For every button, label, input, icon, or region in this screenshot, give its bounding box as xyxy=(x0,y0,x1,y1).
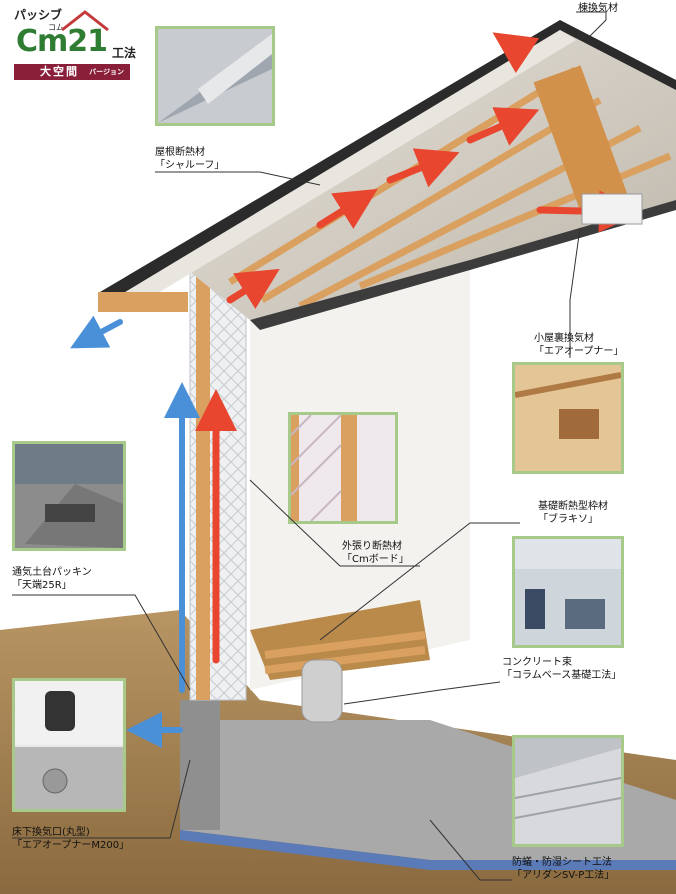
roof-insulation-image xyxy=(158,34,272,123)
concrete-post xyxy=(301,659,343,723)
ceiling xyxy=(250,200,676,330)
foundation-wall xyxy=(180,700,220,830)
photo-sill-packing xyxy=(12,441,126,551)
label-moisture-sheet-line1: 防蟻・防湿シート工法 xyxy=(512,857,612,868)
logo: パッシブ コム Cm21 工法 大空間 バージョン xyxy=(0,0,140,86)
eave-fascia xyxy=(98,292,188,312)
floor-joists xyxy=(264,631,426,674)
logo-small-text: コム xyxy=(48,23,64,32)
photo-underfloor-vent xyxy=(12,678,126,812)
logo-method-text: 工法 xyxy=(112,46,137,60)
moisture-sheet-image xyxy=(515,748,621,844)
wall-stud xyxy=(196,260,210,700)
cool-air-flow xyxy=(70,315,200,748)
label-attic-vent-line1: 小屋裏換気材 xyxy=(534,333,594,344)
photo-attic-vent xyxy=(512,362,624,474)
moisture-sheet xyxy=(180,830,676,870)
logo-house-icon xyxy=(61,10,109,32)
underfloor-vent-image xyxy=(15,681,123,809)
attic-vent-image xyxy=(515,365,621,471)
floor-deck xyxy=(250,600,430,680)
logo-band: 大空間 バージョン xyxy=(14,64,130,80)
logo-band-sub: バージョン xyxy=(89,68,124,76)
label-underfloor-vent-line1: 床下換気口(丸型) xyxy=(12,827,90,838)
label-underfloor-vent-line2: 「エアオープナーM200」 xyxy=(12,840,130,851)
label-moisture-sheet-line2: 「アリダンSV-P工法」 xyxy=(512,870,615,881)
sill-packing-image xyxy=(15,444,123,548)
photo-foundation-frame xyxy=(512,536,624,648)
photo-roof-insulation xyxy=(155,26,275,126)
label-outer-insulation: 外張り断熱材 「Cmボード」 xyxy=(342,540,409,566)
label-sill-packing: 通気土台パッキン 「天端25R」 xyxy=(12,566,92,592)
logo-band-text: 大空間 xyxy=(40,65,79,78)
label-foundation-frame-line2: 「ブラキソ」 xyxy=(538,514,598,525)
roof-insulation-panel xyxy=(112,30,576,310)
label-foundation-frame: 基礎断熱型枠材 「ブラキソ」 xyxy=(538,500,608,526)
label-outer-insulation-line1: 外張り断熱材 xyxy=(342,541,402,552)
label-moisture-sheet: 防蟻・防湿シート工法 「アリダンSV-P工法」 xyxy=(512,856,614,882)
photo-moisture-sheet xyxy=(512,735,624,847)
roof-covering xyxy=(100,20,676,300)
label-ridge-vent: 棟換気材 xyxy=(578,3,618,14)
label-attic-vent: 小屋裏換気材 「エアオープナー」 xyxy=(534,332,623,358)
label-concrete-post-line2: 「コラムベース基礎工法」 xyxy=(502,670,622,681)
label-foundation-frame-line1: 基礎断熱型枠材 xyxy=(538,501,608,512)
label-concrete-post-line1: コンクリート束 xyxy=(502,657,572,668)
label-attic-vent-line2: 「エアオープナー」 xyxy=(534,346,624,357)
label-roof-insulation-line2: 「シャルーフ」 xyxy=(155,160,225,171)
label-roof-insulation: 屋根断熱材 「シャルーフ」 xyxy=(155,146,224,172)
photo-outer-insulation xyxy=(288,412,398,524)
label-underfloor-vent: 床下換気口(丸型) 「エアオープナーM200」 xyxy=(12,826,129,852)
logo-top-text: パッシブ xyxy=(14,8,63,22)
label-sill-packing-line2: 「天端25R」 xyxy=(12,580,72,591)
ridge-beam xyxy=(533,65,629,214)
foundation-frame-image xyxy=(515,569,621,645)
label-roof-insulation-line1: 屋根断熱材 xyxy=(155,147,205,158)
label-sill-packing-line1: 通気土台パッキン xyxy=(12,567,92,578)
attic-vent-device xyxy=(581,193,643,225)
label-concrete-post: コンクリート束 「コラムベース基礎工法」 xyxy=(502,656,621,682)
label-outer-insulation-line2: 「Cmボード」 xyxy=(342,554,409,565)
outer-insulation-image xyxy=(291,415,357,521)
warm-air-flow xyxy=(195,32,641,664)
